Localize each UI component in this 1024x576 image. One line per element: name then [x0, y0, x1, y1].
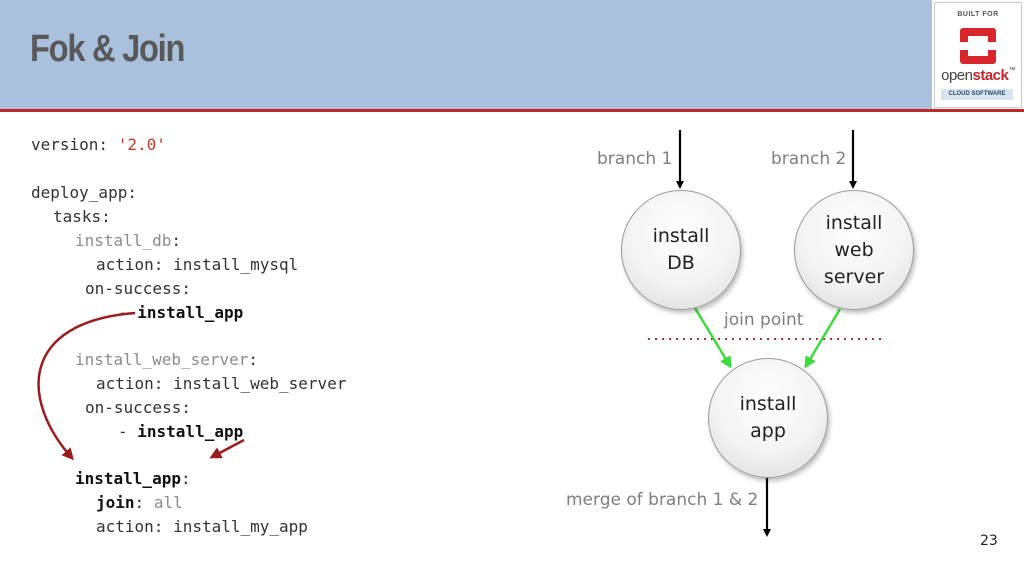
- code-task-app-join: join: all: [96, 493, 183, 512]
- node-install-app: install app: [708, 358, 828, 478]
- code-task-app-action: action: install_my_app: [96, 517, 308, 536]
- openstack-icon: [960, 28, 996, 64]
- node-install-web-server: install web server: [794, 190, 914, 310]
- code-task-db-on-success: on-success:: [85, 279, 191, 298]
- code-task-web-next: - install_app: [118, 422, 244, 441]
- code-task-install-web-server: install_web_server:: [75, 350, 259, 369]
- openstack-logo: BUILT FOR openstack™ CLOUD SOFTWARE: [934, 2, 1022, 108]
- code-task-db-next: - install_app: [118, 303, 244, 322]
- code-tasks: tasks:: [53, 207, 111, 226]
- red-curve-arrow: [37, 311, 136, 461]
- join-point-label: join point: [724, 310, 804, 330]
- header-bar: [0, 0, 932, 110]
- code-task-install-app: install_app:: [75, 469, 191, 488]
- red-short-arrow: [209, 438, 245, 459]
- header-divider: [0, 109, 1024, 112]
- web-to-app-arrow: [804, 308, 842, 369]
- page-number: 23: [980, 533, 998, 549]
- code-workflow-name: deploy_app:: [31, 183, 137, 202]
- logo-tagline: CLOUD SOFTWARE: [941, 89, 1013, 100]
- branch2-label: branch 2: [771, 149, 847, 169]
- db-to-app-arrow: [693, 307, 732, 369]
- slide-title: Fok & Join: [30, 28, 185, 70]
- logo-brand: openstack™: [941, 67, 1015, 84]
- merge-label: merge of branch 1 & 2: [566, 490, 759, 510]
- branch1-label: branch 1: [597, 149, 673, 169]
- node-install-db: install DB: [621, 190, 741, 310]
- code-version-line: version: '2.0': [31, 135, 166, 154]
- code-task-db-action: action: install_mysql: [96, 255, 299, 274]
- code-task-web-action: action: install_web_server: [96, 374, 347, 393]
- logo-built-for: BUILT FOR: [957, 11, 999, 18]
- code-task-web-on-success: on-success:: [85, 398, 191, 417]
- code-task-install-db: install_db:: [75, 231, 181, 250]
